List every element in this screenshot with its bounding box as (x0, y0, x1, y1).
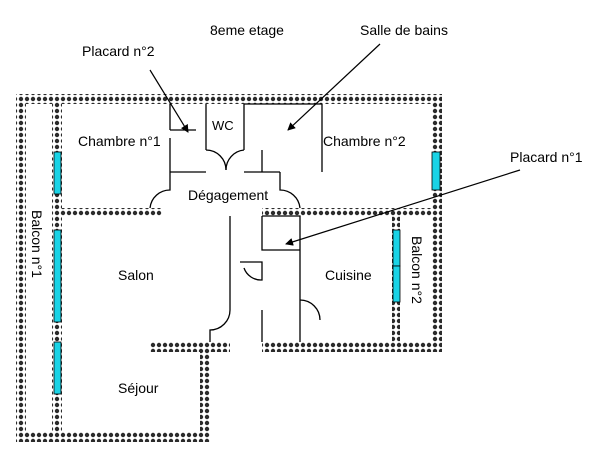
callout-placard-top: Placard n°2 (82, 43, 155, 59)
wall-top (16, 94, 442, 104)
wall-mid-right (262, 208, 442, 216)
window-chambre2 (431, 151, 441, 191)
floor-title: 8eme etage (210, 22, 284, 38)
wall-left (16, 94, 26, 442)
window-salon (53, 229, 62, 323)
callout-lines (149, 43, 521, 246)
window-cuisine-1 (392, 229, 401, 267)
room-balcon1: Balcon n°1 (29, 210, 45, 278)
wall-bottom-left (16, 432, 210, 442)
callout-placard-right: Placard n°1 (510, 149, 583, 165)
room-wc: WC (212, 118, 234, 133)
room-salon: Salon (118, 267, 154, 283)
room-chambre1: Chambre n°1 (78, 133, 161, 149)
windows (53, 151, 441, 395)
leader-salle-de-bains (287, 43, 381, 131)
callout-salle-de-bains: Salle de bains (360, 22, 448, 38)
room-cuisine: Cuisine (325, 267, 372, 283)
leader-placard-right (285, 169, 521, 246)
wall-bottom-right (262, 342, 442, 352)
room-degagement: Dégagement (188, 187, 268, 203)
window-cuisine-2 (392, 265, 401, 303)
interior-lines (149, 103, 323, 342)
wall-sejour-right (200, 342, 210, 442)
leader-placard-top (149, 69, 189, 133)
window-chambre1 (53, 151, 62, 195)
wall-mid-left (52, 208, 162, 216)
room-balcon2: Balcon n°2 (409, 236, 425, 304)
wall-right (432, 94, 442, 352)
wall-bottom-mid (150, 342, 230, 352)
window-sejour (53, 341, 62, 395)
room-sejour: Séjour (118, 380, 159, 396)
room-chambre2: Chambre n°2 (323, 133, 406, 149)
